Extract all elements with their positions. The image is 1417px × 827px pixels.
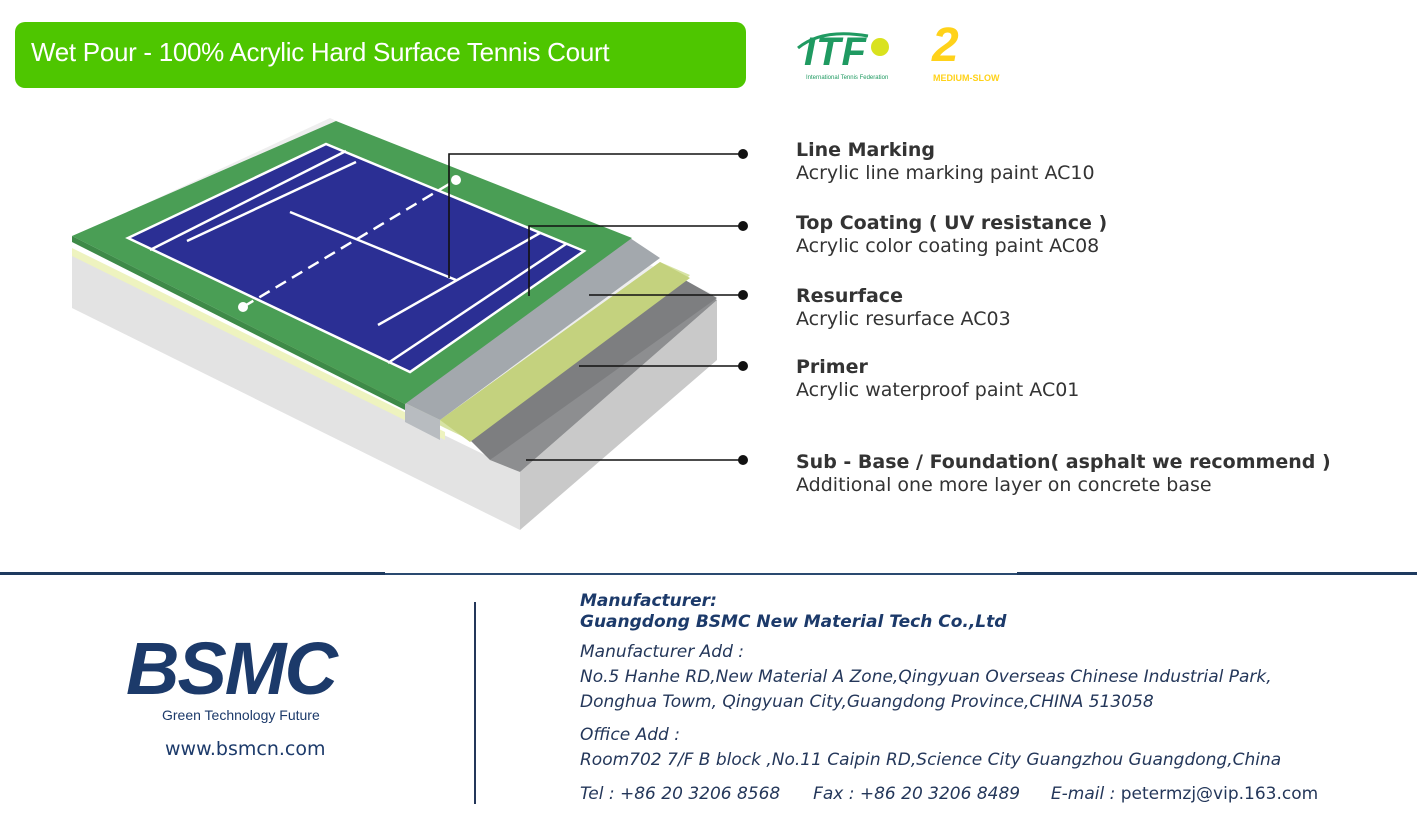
- footer-divider-mid: [385, 573, 1017, 575]
- layer-desc: Acrylic waterproof paint AC01: [796, 379, 1080, 401]
- layer-desc: Acrylic color coating paint AC08: [796, 235, 1100, 257]
- primer-top: [440, 262, 690, 442]
- footer-divider-right: [1017, 572, 1417, 575]
- tennis-ball-icon: [871, 38, 889, 56]
- court-sideline-1: [149, 149, 347, 252]
- court-outer-line: [125, 142, 587, 374]
- manufacturer-address-line1: No.5 Hanhe RD,New Material A Zone,Qingyu…: [580, 667, 1272, 687]
- court-service-line-2: [377, 231, 541, 327]
- title-bar: Wet Pour - 100% Acrylic Hard Surface Ten…: [15, 22, 746, 88]
- email-label: E-mail :: [1050, 784, 1116, 804]
- leader-dot-sub-base: [738, 455, 748, 465]
- layer-name: Resurface: [796, 285, 903, 307]
- concrete-slab-side: [520, 300, 717, 530]
- resurface-side: [405, 403, 440, 440]
- layer-name: Top Coating ( UV resistance ): [796, 212, 1108, 234]
- net-post-left: [238, 302, 248, 312]
- layer-desc: Acrylic resurface AC03: [796, 308, 1011, 330]
- layer-name: Primer: [796, 356, 868, 378]
- layer-label-resurface: Resurface Acrylic resurface AC03: [796, 285, 1011, 331]
- company-website-link[interactable]: www.bsmcn.com: [165, 738, 326, 760]
- net-post-right: [451, 175, 461, 185]
- office-address-label: Office Add :: [580, 725, 680, 745]
- resurface-top: [405, 238, 660, 420]
- court-service-line-1: [186, 160, 357, 243]
- court-surface: [128, 144, 584, 372]
- itf-full-name: International Tennis Federation: [806, 75, 889, 81]
- itf-logo-icon: [797, 32, 869, 50]
- layer-desc: Acrylic line marking paint AC10: [796, 162, 1095, 184]
- bsmc-logo: BSMC: [126, 627, 338, 710]
- leader-top-coating: [528, 225, 742, 296]
- court-sideline-2: [387, 242, 567, 365]
- layer-label-sub-base: Sub - Base / Foundation( asphalt we reco…: [796, 451, 1331, 497]
- leader-dot-primer: [738, 361, 748, 371]
- primer-edge: [72, 248, 445, 440]
- tel-number: Tel : +86 20 3206 8568: [580, 784, 781, 804]
- layer-name: Line Marking: [796, 139, 936, 161]
- contact-row: Tel : +86 20 3206 8568 Fax : +86 20 3206…: [580, 784, 1318, 804]
- sub-base-top: [470, 280, 717, 460]
- court-layer-diagram: [72, 118, 748, 530]
- manufacturer-address-line2: Donghua Towm, Qingyuan City,Guangdong Pr…: [580, 692, 1154, 712]
- company-tagline: Green Technology Future: [162, 707, 320, 723]
- footer-divider-left: [0, 572, 385, 575]
- manufacturer-name: Guangdong BSMC New Material Tech Co.,Ltd: [580, 612, 1007, 632]
- speed-rating-number: 2: [932, 19, 959, 72]
- speed-rating-label: MEDIUM-SLOW: [933, 73, 1000, 83]
- layer-name: Sub - Base / Foundation( asphalt we reco…: [796, 451, 1331, 473]
- layer-label-primer: Primer Acrylic waterproof paint AC01: [796, 356, 1079, 402]
- concrete-slab-front: [72, 254, 520, 530]
- page-title: Wet Pour - 100% Acrylic Hard Surface Ten…: [31, 37, 610, 67]
- leader-dot-line-marking: [738, 149, 748, 159]
- layer-label-line-marking: Line Marking Acrylic line marking paint …: [796, 139, 1095, 185]
- leader-dot-top-coating: [738, 221, 748, 231]
- itf-mark: ITF: [804, 30, 867, 74]
- surround-front: [72, 236, 405, 410]
- office-address-line: Room702 7/F B block ,No.11 Caipin RD,Sci…: [580, 750, 1282, 770]
- email-link[interactable]: petermzj@vip.163.com: [1120, 784, 1319, 804]
- manufacturer-label: Manufacturer:: [580, 591, 717, 611]
- manufacturer-address-label: Manufacturer Add :: [580, 642, 745, 662]
- leader-line-marking: [448, 153, 742, 278]
- fax-number: Fax : +86 20 3206 8489: [813, 784, 1021, 804]
- leader-dot-resurface: [738, 290, 748, 300]
- layer-label-top-coating: Top Coating ( UV resistance ) Acrylic co…: [796, 212, 1107, 258]
- court-net: [242, 178, 457, 309]
- layer-desc: Additional one more layer on concrete ba…: [796, 474, 1212, 496]
- footer-vertical-divider: [474, 602, 476, 804]
- court-center-line: [289, 210, 457, 282]
